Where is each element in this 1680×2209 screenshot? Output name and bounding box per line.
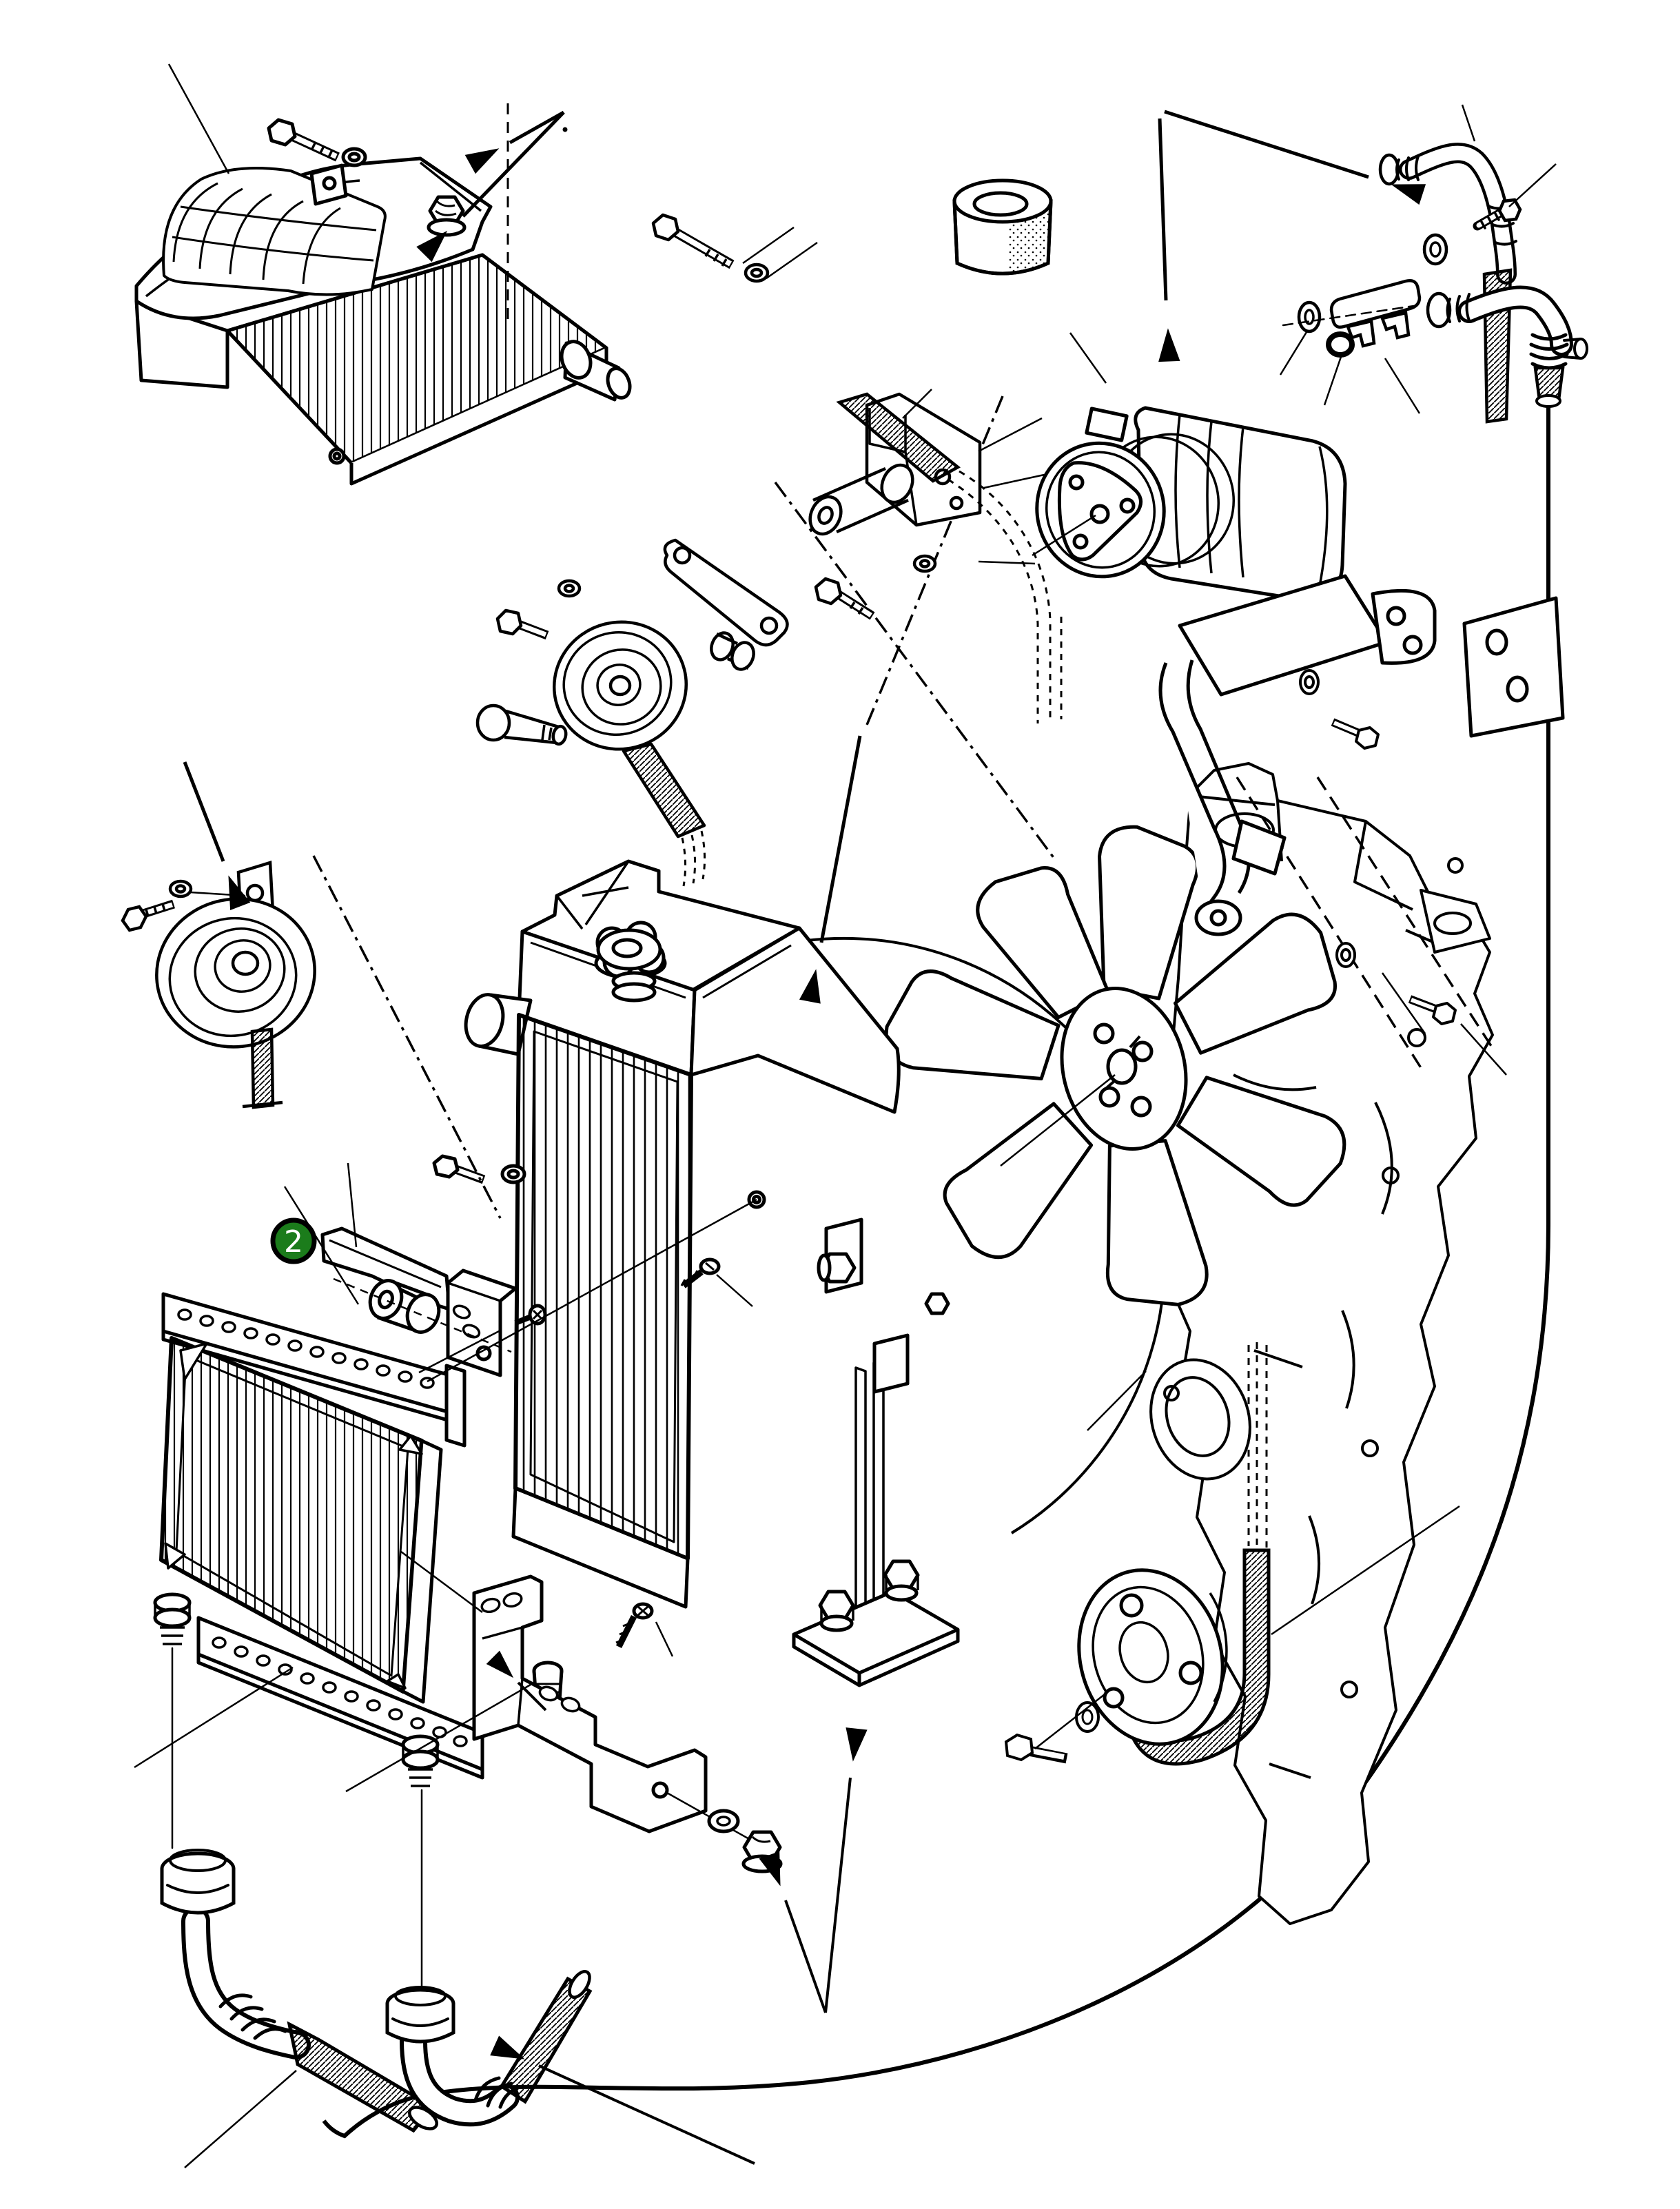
side-mount-plate [817,1217,950,1394]
hose2-stub [1563,338,1588,360]
compressor-fasteners [1299,669,1457,1025]
fan-blade [976,866,1110,1020]
inset-radiator [134,118,632,486]
cooling-fan [884,825,1346,1306]
idler-bolt [814,554,937,620]
upper-hoses [1282,143,1588,424]
link-arm [663,538,789,647]
shoulder-bolt [475,703,568,746]
bottom-strap [196,1616,484,1780]
idler-bolt-2 [495,579,582,640]
outlet-stub [560,340,632,402]
pointer-arrow-oil-hose-icon [490,2035,755,2165]
horn-phantom-line [312,855,502,1219]
hose-bolt [1473,198,1522,231]
compressor-body [1134,406,1347,603]
bracket-screw [615,1602,654,1649]
leader-lines [134,63,1557,2168]
callout-badge-2[interactable]: 2 [270,1217,317,1264]
upper-bracket-plate [1462,596,1565,738]
pointer-arrows [183,110,1426,2165]
oil-hose-left [160,1849,438,2133]
foam-sleeve [952,178,1053,276]
pointer-arrow-flange-nut-icon [759,1851,827,2013]
idler-bushing [710,631,755,671]
radiator-side-bolt [432,1154,526,1184]
fan-blade [1173,912,1337,1055]
compressor-arm [1158,662,1227,914]
fan-blade [1105,1139,1209,1306]
horn-assembly [121,861,316,1109]
idler-pulley [552,620,688,751]
cooler-stub-left [153,1592,192,1645]
bottom-hoses [160,1647,593,2133]
pointer-arrow-top-left-washer-icon [464,110,565,174]
pointer-arrow-radiator-foot-icon [824,1727,868,2013]
top-strap [161,1292,467,1448]
filler-cap [594,921,667,1003]
idler-belt-stub [622,742,706,839]
clutch-pulley [1035,433,1236,579]
pointer-arrow-lower-bracket-icon [486,1650,547,1712]
fan-blade [1098,825,1200,1000]
clamp-washer [1297,300,1322,333]
small-screw [680,1257,721,1288]
idler-assembly [475,213,982,887]
hose-washer [1422,233,1448,266]
water-pump [1149,1358,1251,1481]
compressor-assembly [1035,406,1565,1025]
oil-hose-right [385,1970,593,2127]
grille-bracket [309,163,348,206]
pointer-arrow-compressor-icon [1158,118,1180,362]
main-radiator [432,859,960,1707]
long-bolt [651,213,770,283]
phantom-frame-lines [774,481,1493,1073]
crank-pulley-bolt [1004,1701,1100,1764]
pointer-arrow-hose-fitting-icon [1164,110,1426,205]
reference-dot [562,127,568,132]
compressor-belt-stub [836,392,1063,723]
cooler-stub-right [401,1734,440,1787]
pointer-arrow-horn-bracket-icon [183,761,251,911]
fan-blade [943,1102,1094,1260]
callout-badge-circle[interactable] [270,1217,317,1264]
callout-badge-number: 2 [284,1224,303,1260]
horn-bolt [121,899,175,932]
flange-nut [427,195,467,237]
fan-blade [1176,1076,1346,1207]
horn-body [155,897,316,1049]
pointer-arrow-radiator-icon [799,735,862,1004]
inset-bolt [267,118,367,167]
pointer-arrow-top-left-nut-icon [416,111,565,263]
crank-pulley [1077,1568,1228,1746]
o-ring [1326,331,1355,358]
horn-belt-strip [250,1027,275,1109]
radiator-foot [792,1559,960,1687]
lower-bracket [472,1574,783,1873]
